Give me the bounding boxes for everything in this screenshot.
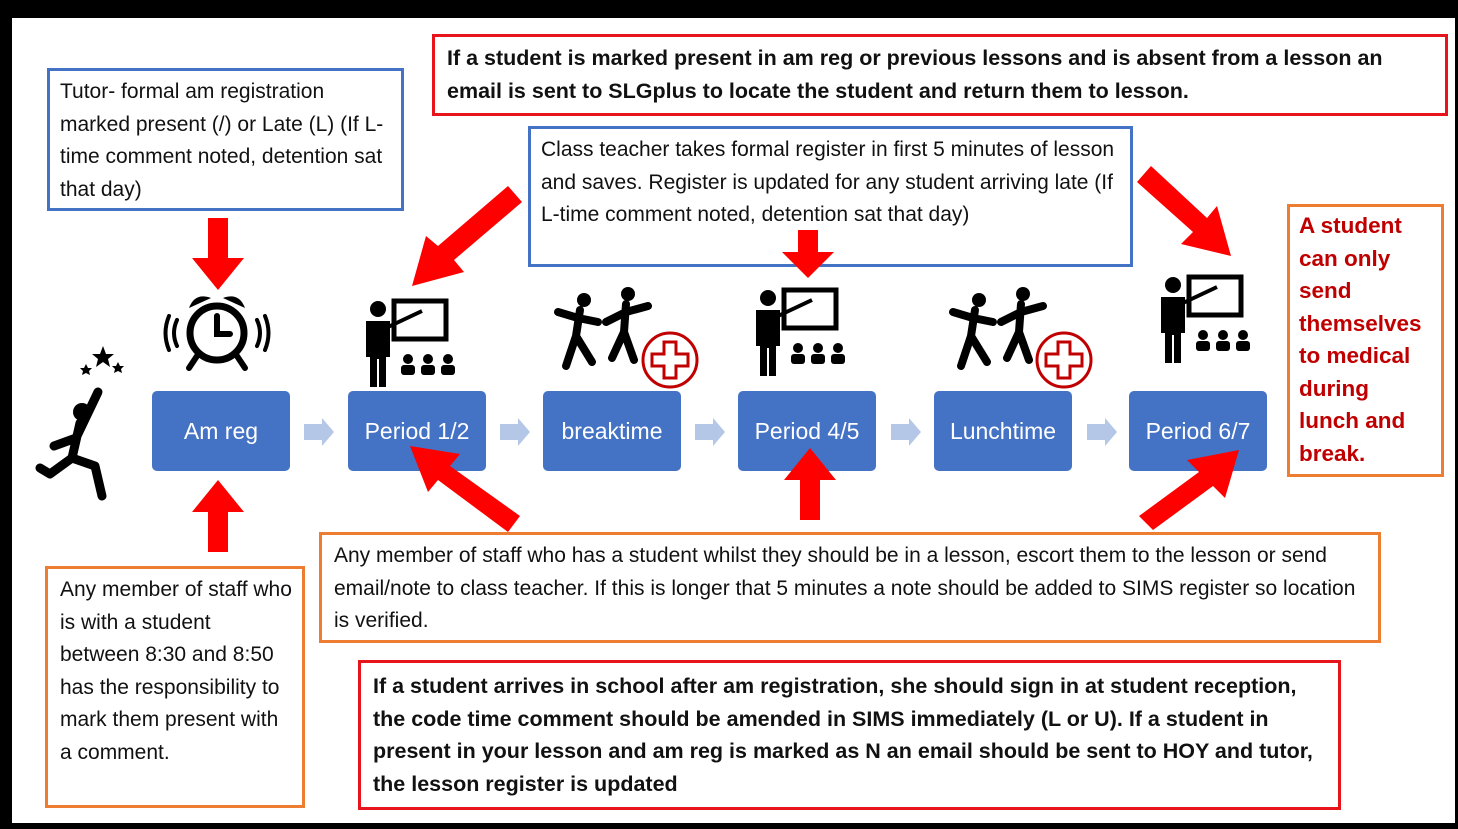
present-absent-note-box: If a student is marked present in am reg… — [432, 34, 1448, 116]
dancing-people-icon — [949, 287, 1047, 370]
teacher-classroom-icon — [366, 298, 455, 387]
red-arrow-down-icon — [782, 230, 834, 278]
diagram-canvas: Tutor- formal am registration marked pre… — [12, 18, 1455, 823]
tutor-registration-text: Tutor- formal am registration marked pre… — [60, 80, 384, 201]
chevron-arrow-icon — [1087, 418, 1117, 446]
red-arrow-diagonal-icon — [410, 446, 520, 532]
step-period-6-7: Period 6/7 — [1129, 391, 1267, 471]
medical-note-text: A student can only send themselves to me… — [1299, 213, 1422, 466]
tutor-registration-box: Tutor- formal am registration marked pre… — [47, 68, 404, 211]
teacher-classroom-icon — [1161, 274, 1250, 363]
step-lunchtime: Lunchtime — [934, 391, 1072, 471]
class-teacher-text: Class teacher takes formal register in f… — [541, 138, 1115, 226]
chevron-arrow-icon — [500, 418, 530, 446]
red-arrow-down-icon — [192, 218, 244, 290]
medical-cross-icon — [641, 331, 699, 389]
alarm-clock-icon — [163, 296, 271, 371]
escort-note-box: Any member of staff who has a student wh… — [319, 532, 1381, 643]
dancing-people-icon — [554, 287, 652, 370]
step-am-reg: Am reg — [152, 391, 290, 471]
red-arrow-up-icon — [784, 448, 836, 520]
medical-cross-icon — [1035, 331, 1093, 389]
step-period-4-5: Period 4/5 — [738, 391, 876, 471]
present-absent-note-text: If a student is marked present in am reg… — [447, 46, 1383, 103]
red-arrow-up-icon — [192, 480, 244, 552]
staff-830-text: Any member of staff who is with a studen… — [60, 578, 292, 764]
running-person-icon — [35, 346, 124, 501]
chevron-arrow-icon — [695, 418, 725, 446]
late-arrival-box: If a student arrives in school after am … — [358, 660, 1341, 810]
late-arrival-text: If a student arrives in school after am … — [373, 674, 1313, 796]
chevron-arrow-icon — [891, 418, 921, 446]
medical-note-box: A student can only send themselves to me… — [1287, 204, 1444, 477]
step-breaktime: breaktime — [543, 391, 681, 471]
chevron-arrow-icon — [304, 418, 334, 446]
teacher-classroom-icon — [756, 287, 845, 376]
class-teacher-box: Class teacher takes formal register in f… — [528, 126, 1133, 267]
red-arrow-diagonal-icon — [412, 186, 522, 286]
escort-note-text: Any member of staff who has a student wh… — [334, 544, 1356, 632]
staff-830-box: Any member of staff who is with a studen… — [45, 566, 305, 808]
red-arrow-diagonal-icon — [1137, 166, 1231, 256]
red-arrow-diagonal-icon — [1139, 450, 1239, 530]
